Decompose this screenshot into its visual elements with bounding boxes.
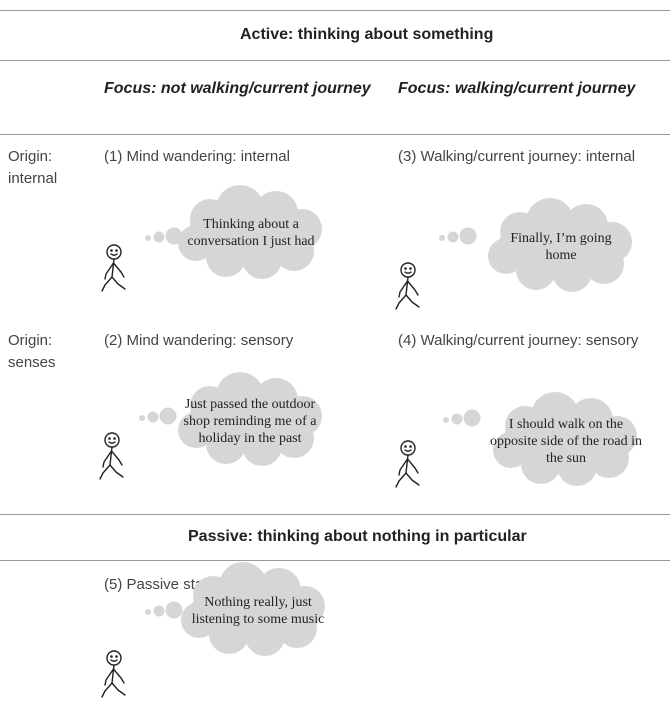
thought-dots-1 [145, 227, 183, 245]
thought-dots-5 [145, 601, 183, 619]
stick-figure-4 [395, 440, 420, 488]
active-header: Active: thinking about something [240, 26, 494, 43]
passive-header-rule [0, 560, 670, 561]
stick-figure-3 [395, 262, 420, 310]
top-rule [0, 10, 670, 11]
column-header-rule [0, 134, 670, 135]
thought-text-5: Nothing really, just listening to some m… [191, 595, 325, 627]
thought-dots-3 [439, 227, 477, 245]
passive-header: Passive: thinking about nothing in parti… [188, 528, 527, 545]
thought-text-4: I should walk on the opposite side of th… [489, 417, 643, 466]
column-header-walking: Focus: walking/current journey [398, 80, 636, 97]
thought-dots-2 [139, 407, 177, 425]
row-label-internal: Origin: internal [8, 148, 58, 187]
column-header-not-walking: Focus: not walking/current journey [104, 80, 371, 97]
stick-figure-5 [101, 650, 126, 698]
thought-text-2: Just passed the outdoor shop reminding m… [183, 397, 317, 446]
stick-figure-2 [99, 432, 124, 480]
row-label-senses: Origin: senses [8, 332, 56, 371]
stick-figure-1 [101, 244, 126, 292]
passive-top-rule [0, 514, 670, 515]
cell-4-title: (4) Walking/current journey: sensory [398, 332, 639, 349]
cell-3-title: (3) Walking/current journey: internal [398, 148, 636, 165]
cell-1-title: (1) Mind wandering: internal [104, 148, 290, 165]
cell-2-title: (2) Mind wandering: sensory [104, 332, 294, 349]
thought-text-1: Thinking about a conversation I just had [187, 217, 315, 249]
active-header-rule [0, 60, 670, 61]
thought-text-3: Finally, I’m going home [510, 231, 612, 263]
thought-dots-4 [443, 409, 481, 427]
